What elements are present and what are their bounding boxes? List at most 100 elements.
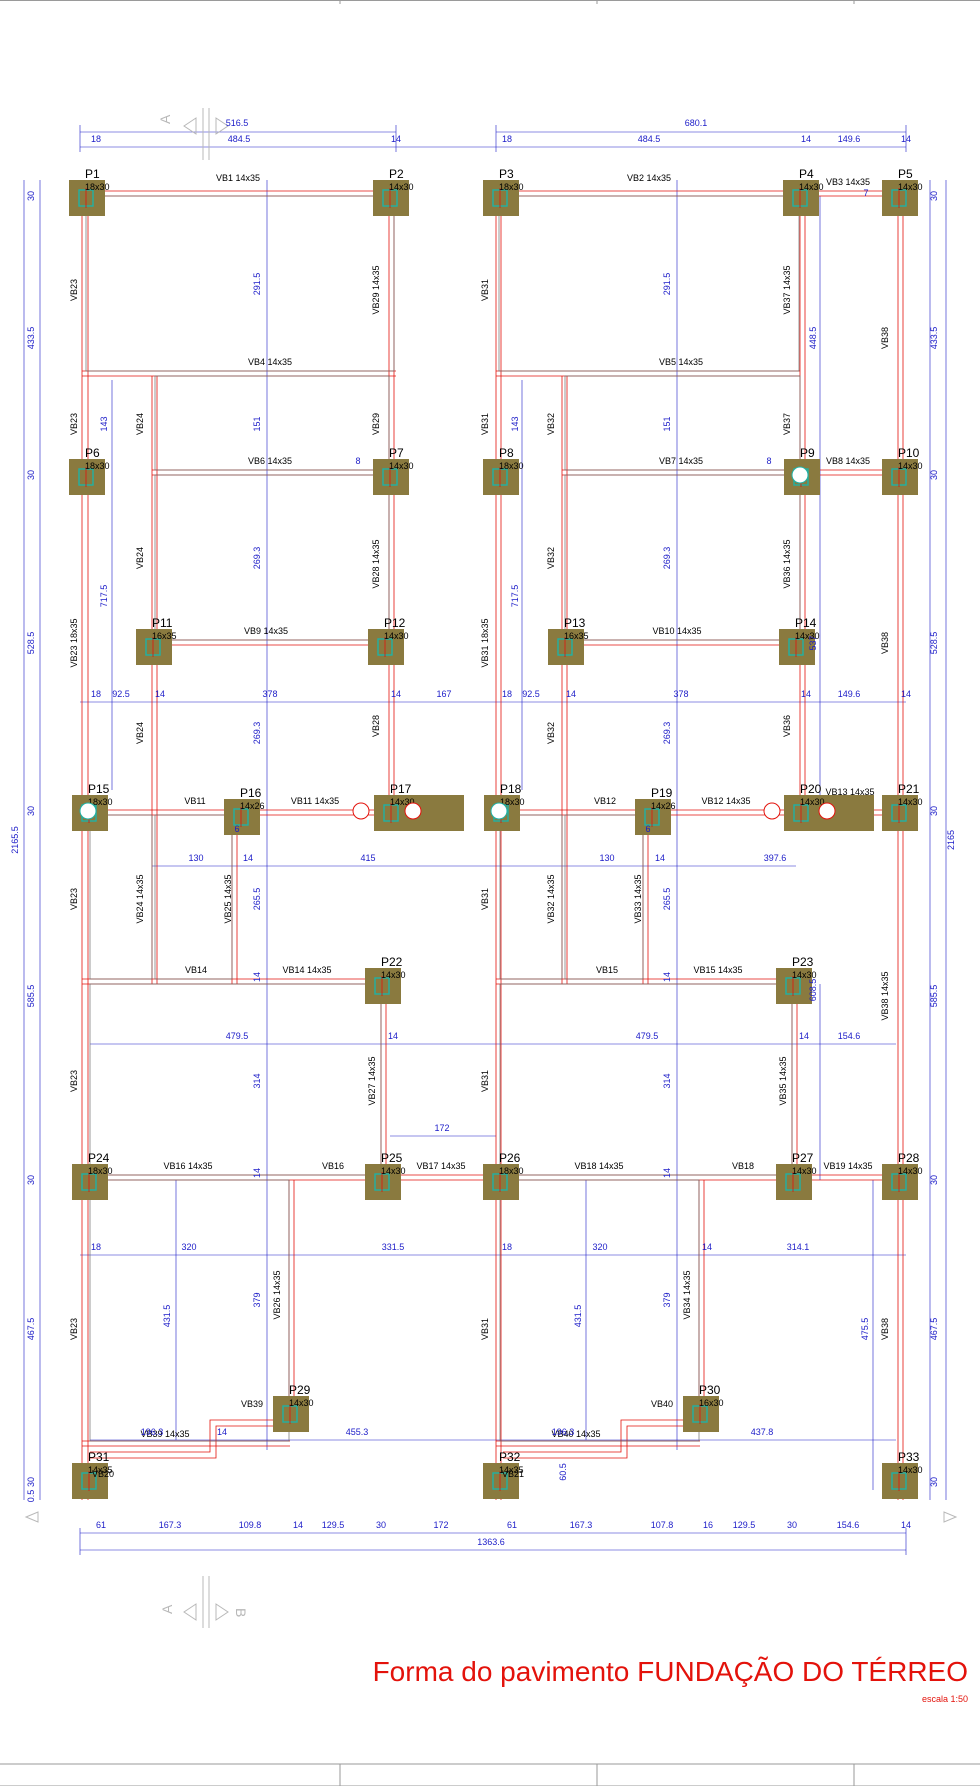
beam-label: VB10 14x35: [652, 626, 701, 636]
dimension-label: 109.8: [239, 1520, 262, 1530]
dimension-label: 717.5: [510, 585, 520, 608]
dimension-label: 60.5: [558, 1463, 568, 1481]
pillar-id-label: P31: [88, 1450, 110, 1464]
pillar-body: [368, 629, 404, 665]
dimension-label: 18: [91, 134, 101, 144]
dimension-label: 6: [234, 824, 239, 834]
dimension-label: 130: [599, 853, 614, 863]
beam-label: VB12: [594, 796, 616, 806]
dimension-label: 291.5: [252, 273, 262, 296]
dimension-label: 291.5: [662, 273, 672, 296]
beam-label: VB23: [69, 1070, 79, 1092]
drawing-scale: escala 1:50: [921, 1694, 968, 1704]
beam-label: VB31: [480, 888, 490, 910]
dimension-label: 379: [252, 1292, 262, 1307]
beam-label: VB37 14x35: [782, 265, 792, 314]
beam-label: VB23: [69, 888, 79, 910]
pillar-id-label: P25: [381, 1151, 403, 1165]
pillar-body: [72, 1164, 108, 1200]
dimension-label: 92.5: [112, 689, 130, 699]
dimension-label: 30: [26, 191, 36, 201]
dimension-label: 143: [99, 416, 109, 431]
column-opening: [791, 466, 809, 484]
beam-label: VB29 14x35: [371, 265, 381, 314]
column-opening: [490, 802, 508, 820]
pillar-dims-label: 18x30: [88, 1166, 113, 1176]
pillar-dims-label: 14x30: [289, 1398, 314, 1408]
pillar-dims-label: 14x30: [389, 461, 414, 471]
dimension-label: 129.5: [322, 1520, 345, 1530]
pillar-id-label: P4: [799, 167, 814, 181]
pillar-dims-label: 14x30: [898, 1166, 923, 1176]
dimension-label: 14: [155, 689, 165, 699]
dimension-label: 30: [26, 1477, 36, 1487]
beam-label: VB12 14x35: [701, 796, 750, 806]
dimension-label: 14: [801, 689, 811, 699]
pillar-dims-label: 16x35: [152, 631, 177, 641]
dimension-label: 0.5: [26, 1490, 36, 1503]
dimension-label: 167: [436, 689, 451, 699]
beam-label: VB38: [880, 1318, 890, 1340]
pillar-id-label: P27: [792, 1151, 814, 1165]
beam-label: VB31: [480, 279, 490, 301]
pillar-body: [136, 629, 172, 665]
dimension-label: 265.5: [662, 888, 672, 911]
dimension-label: 154.6: [837, 1520, 860, 1530]
pillar-id-label: P23: [792, 955, 814, 969]
pillar-dims-label: 14x30: [381, 970, 406, 980]
beam-label: VB8 14x35: [826, 456, 870, 466]
beam-label: VB11: [184, 796, 205, 806]
pillar-id-label: P14: [795, 616, 817, 630]
column-opening: [763, 802, 781, 820]
dimension-label: 14: [252, 972, 262, 982]
beam-label: VB25 14x35: [223, 874, 233, 923]
pillar-dims-label: 18x30: [88, 797, 113, 807]
dimension-label: 30: [26, 470, 36, 480]
dimension-label: 14: [391, 689, 401, 699]
beam-label: VB2 14x35: [627, 173, 671, 183]
dimension-label: 18: [502, 1242, 512, 1252]
pillar-dims-label: 14x30: [384, 631, 409, 641]
dimension-label: 8: [355, 456, 360, 466]
pillar-dims-label: 18x30: [85, 182, 110, 192]
dimension-label: 8: [766, 456, 771, 466]
dimension-label: 479.5: [226, 1031, 249, 1041]
dimension-label: 314: [662, 1073, 672, 1088]
dimension-label: 14: [252, 1168, 262, 1178]
dimension-label: 143: [510, 416, 520, 431]
beam-label: VB5 14x35: [659, 357, 703, 367]
dimension-label: 167.3: [570, 1520, 593, 1530]
wall-outlines: [85, 195, 801, 1442]
dimension-label: 269.3: [252, 722, 262, 745]
dimension-label: 479.5: [636, 1031, 659, 1041]
dimension-label: 30: [929, 191, 939, 201]
beam-label: VB6 14x35: [248, 456, 292, 466]
dimension-label: 7: [863, 188, 868, 198]
dimension-label: 14: [901, 134, 911, 144]
pillar-dims-label: 14x30: [389, 182, 414, 192]
pillar-id-label: P32: [499, 1450, 521, 1464]
pillars-layer: P118x30P214x30P318x30P414x30P514x30P618x…: [69, 167, 923, 1499]
pillar-body: [69, 180, 105, 216]
beam-label: VB21: [502, 1469, 524, 1479]
pillar-id-label: P24: [88, 1151, 110, 1165]
pillar-id-label: P10: [898, 446, 920, 460]
pillar-id-label: P8: [499, 446, 514, 460]
pillar-dims-label: 18x30: [500, 797, 525, 807]
dimension-label: 314: [252, 1073, 262, 1088]
beam-label: VB31: [480, 1070, 490, 1092]
dimension-label: 269.3: [662, 547, 672, 570]
